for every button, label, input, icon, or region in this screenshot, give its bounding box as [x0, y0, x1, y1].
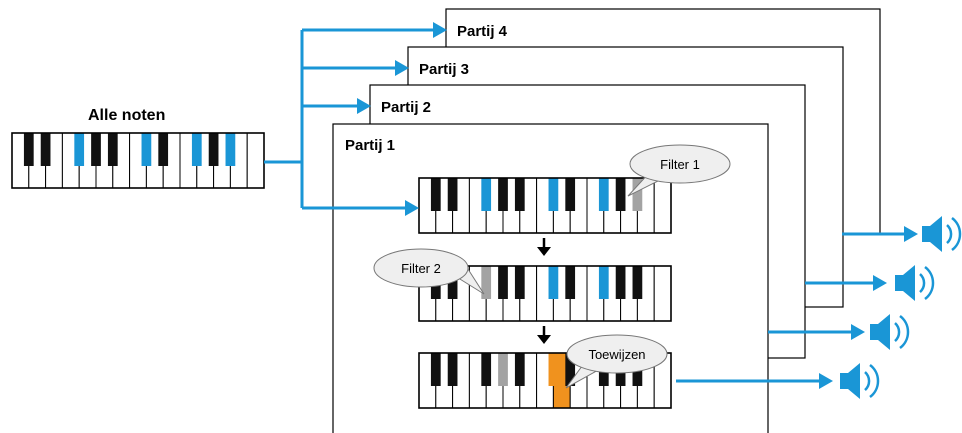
- speaker-icon: [922, 216, 962, 252]
- white-key: [653, 177, 672, 234]
- black-key: [40, 133, 51, 166]
- keyboard-frame: [418, 265, 672, 322]
- part-2-label: Partij 2: [381, 99, 431, 116]
- speaker-cone: [878, 314, 890, 350]
- black-key: [481, 353, 492, 386]
- black-key: [632, 266, 643, 299]
- filter-1-bubble: Filter 1: [627, 144, 731, 197]
- stage-arrows: [537, 238, 551, 344]
- arrow-to-part-4: [433, 22, 447, 38]
- black-key: [615, 178, 626, 211]
- sound-wave: [894, 322, 901, 342]
- assign-bubble: Toewijzen: [565, 334, 668, 389]
- black-key: [548, 353, 559, 386]
- speaker-icon: [895, 265, 935, 301]
- speaker-cone: [930, 216, 942, 252]
- assign-bubble-text: Toewijzen: [588, 347, 645, 362]
- sound-wave: [919, 273, 926, 293]
- black-key: [481, 266, 492, 299]
- black-key: [565, 353, 576, 386]
- black-key: [565, 178, 576, 211]
- down-arrow-1-head: [537, 247, 551, 256]
- speaker-body: [840, 373, 848, 389]
- keyboard-frame: [418, 177, 672, 234]
- filter-2-bubble-shape: [373, 248, 469, 288]
- arrow-part-1-out: [819, 373, 833, 389]
- sound-wave: [864, 371, 871, 391]
- down-arrow-2-head: [537, 335, 551, 344]
- black-key: [565, 266, 576, 299]
- flow-lines: [264, 28, 905, 383]
- black-key: [191, 133, 202, 166]
- part-1-label: Partij 1: [345, 137, 395, 154]
- black-key: [74, 133, 85, 166]
- black-key: [498, 353, 508, 386]
- part-4-label: Partij 4: [457, 23, 508, 40]
- sound-wave: [951, 217, 962, 251]
- flow-arrowheads: [357, 22, 918, 389]
- black-key: [141, 133, 152, 166]
- black-key: [208, 133, 219, 166]
- filter-1-keyboard: [418, 177, 672, 234]
- black-key: [598, 266, 609, 299]
- sound-wave: [899, 315, 910, 349]
- filter-2-bubble: Filter 2: [373, 248, 485, 295]
- part-3-label: Partij 3: [419, 61, 469, 78]
- speaker-cone: [903, 265, 915, 301]
- black-key: [615, 266, 626, 299]
- black-key: [498, 266, 508, 299]
- arrow-to-part-1: [405, 200, 419, 216]
- assign-bubble-shape: [566, 334, 668, 374]
- black-key: [23, 133, 34, 166]
- speaker-cone: [848, 363, 860, 399]
- black-key: [447, 353, 458, 386]
- arrow-to-part-3: [395, 60, 409, 76]
- black-key: [632, 178, 643, 211]
- black-key: [498, 178, 508, 211]
- black-key: [548, 266, 559, 299]
- arrow-part-2-out: [851, 324, 865, 340]
- arrow-part-4-out: [904, 226, 918, 242]
- black-key: [481, 178, 492, 211]
- sound-wave: [869, 364, 880, 398]
- keyboard-frame: [418, 352, 672, 409]
- arrow-part-3-out: [873, 275, 887, 291]
- black-key: [107, 133, 118, 166]
- black-key: [514, 266, 525, 299]
- speaker-body: [870, 324, 878, 340]
- source-keyboard: [11, 132, 265, 189]
- white-key: [653, 265, 672, 322]
- black-key: [447, 178, 458, 211]
- sound-wave: [946, 224, 953, 244]
- black-key: [158, 133, 169, 166]
- black-key: [514, 178, 525, 211]
- black-key: [548, 178, 559, 211]
- speaker-body: [922, 226, 930, 242]
- filter-2-bubble-text: Filter 2: [401, 261, 441, 276]
- sound-wave: [924, 266, 935, 300]
- black-key: [225, 133, 236, 166]
- arrow-to-part-2: [357, 98, 371, 114]
- filter-1-bubble-text: Filter 1: [660, 157, 700, 172]
- white-key: [246, 132, 265, 189]
- speaker-icon: [840, 363, 880, 399]
- filter-1-bubble-shape: [629, 144, 731, 184]
- black-key: [91, 133, 101, 166]
- speakers: [840, 216, 962, 399]
- black-key: [598, 178, 609, 211]
- black-key: [514, 353, 525, 386]
- speaker-body: [895, 275, 903, 291]
- source-label: Alle noten: [88, 107, 165, 124]
- speaker-icon: [870, 314, 910, 350]
- black-key: [430, 178, 441, 211]
- black-key: [430, 353, 441, 386]
